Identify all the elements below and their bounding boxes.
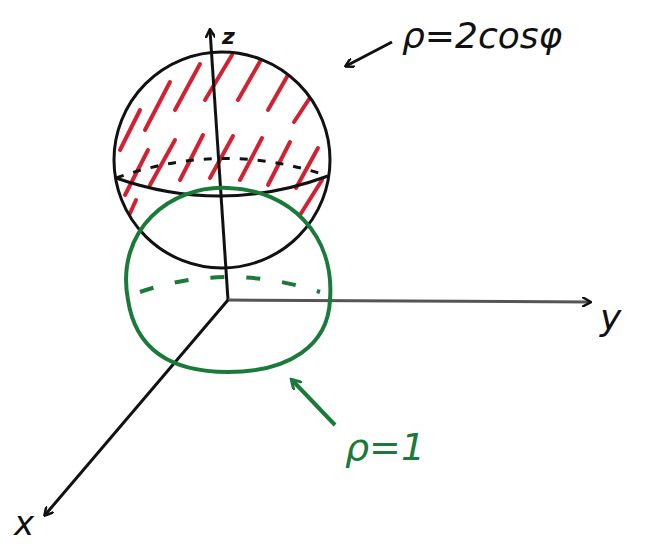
leader-line [346, 42, 392, 66]
axis-label: x [14, 506, 34, 540]
leader-line [292, 380, 335, 425]
equation-label: ρ=1 [345, 428, 425, 466]
axis-label: y [600, 300, 621, 336]
equation-label: ρ=2cosφ [402, 18, 562, 54]
axis-label: z [222, 26, 235, 48]
axes [45, 30, 590, 515]
unit-sphere [126, 188, 330, 372]
upper-sphere [114, 52, 330, 268]
